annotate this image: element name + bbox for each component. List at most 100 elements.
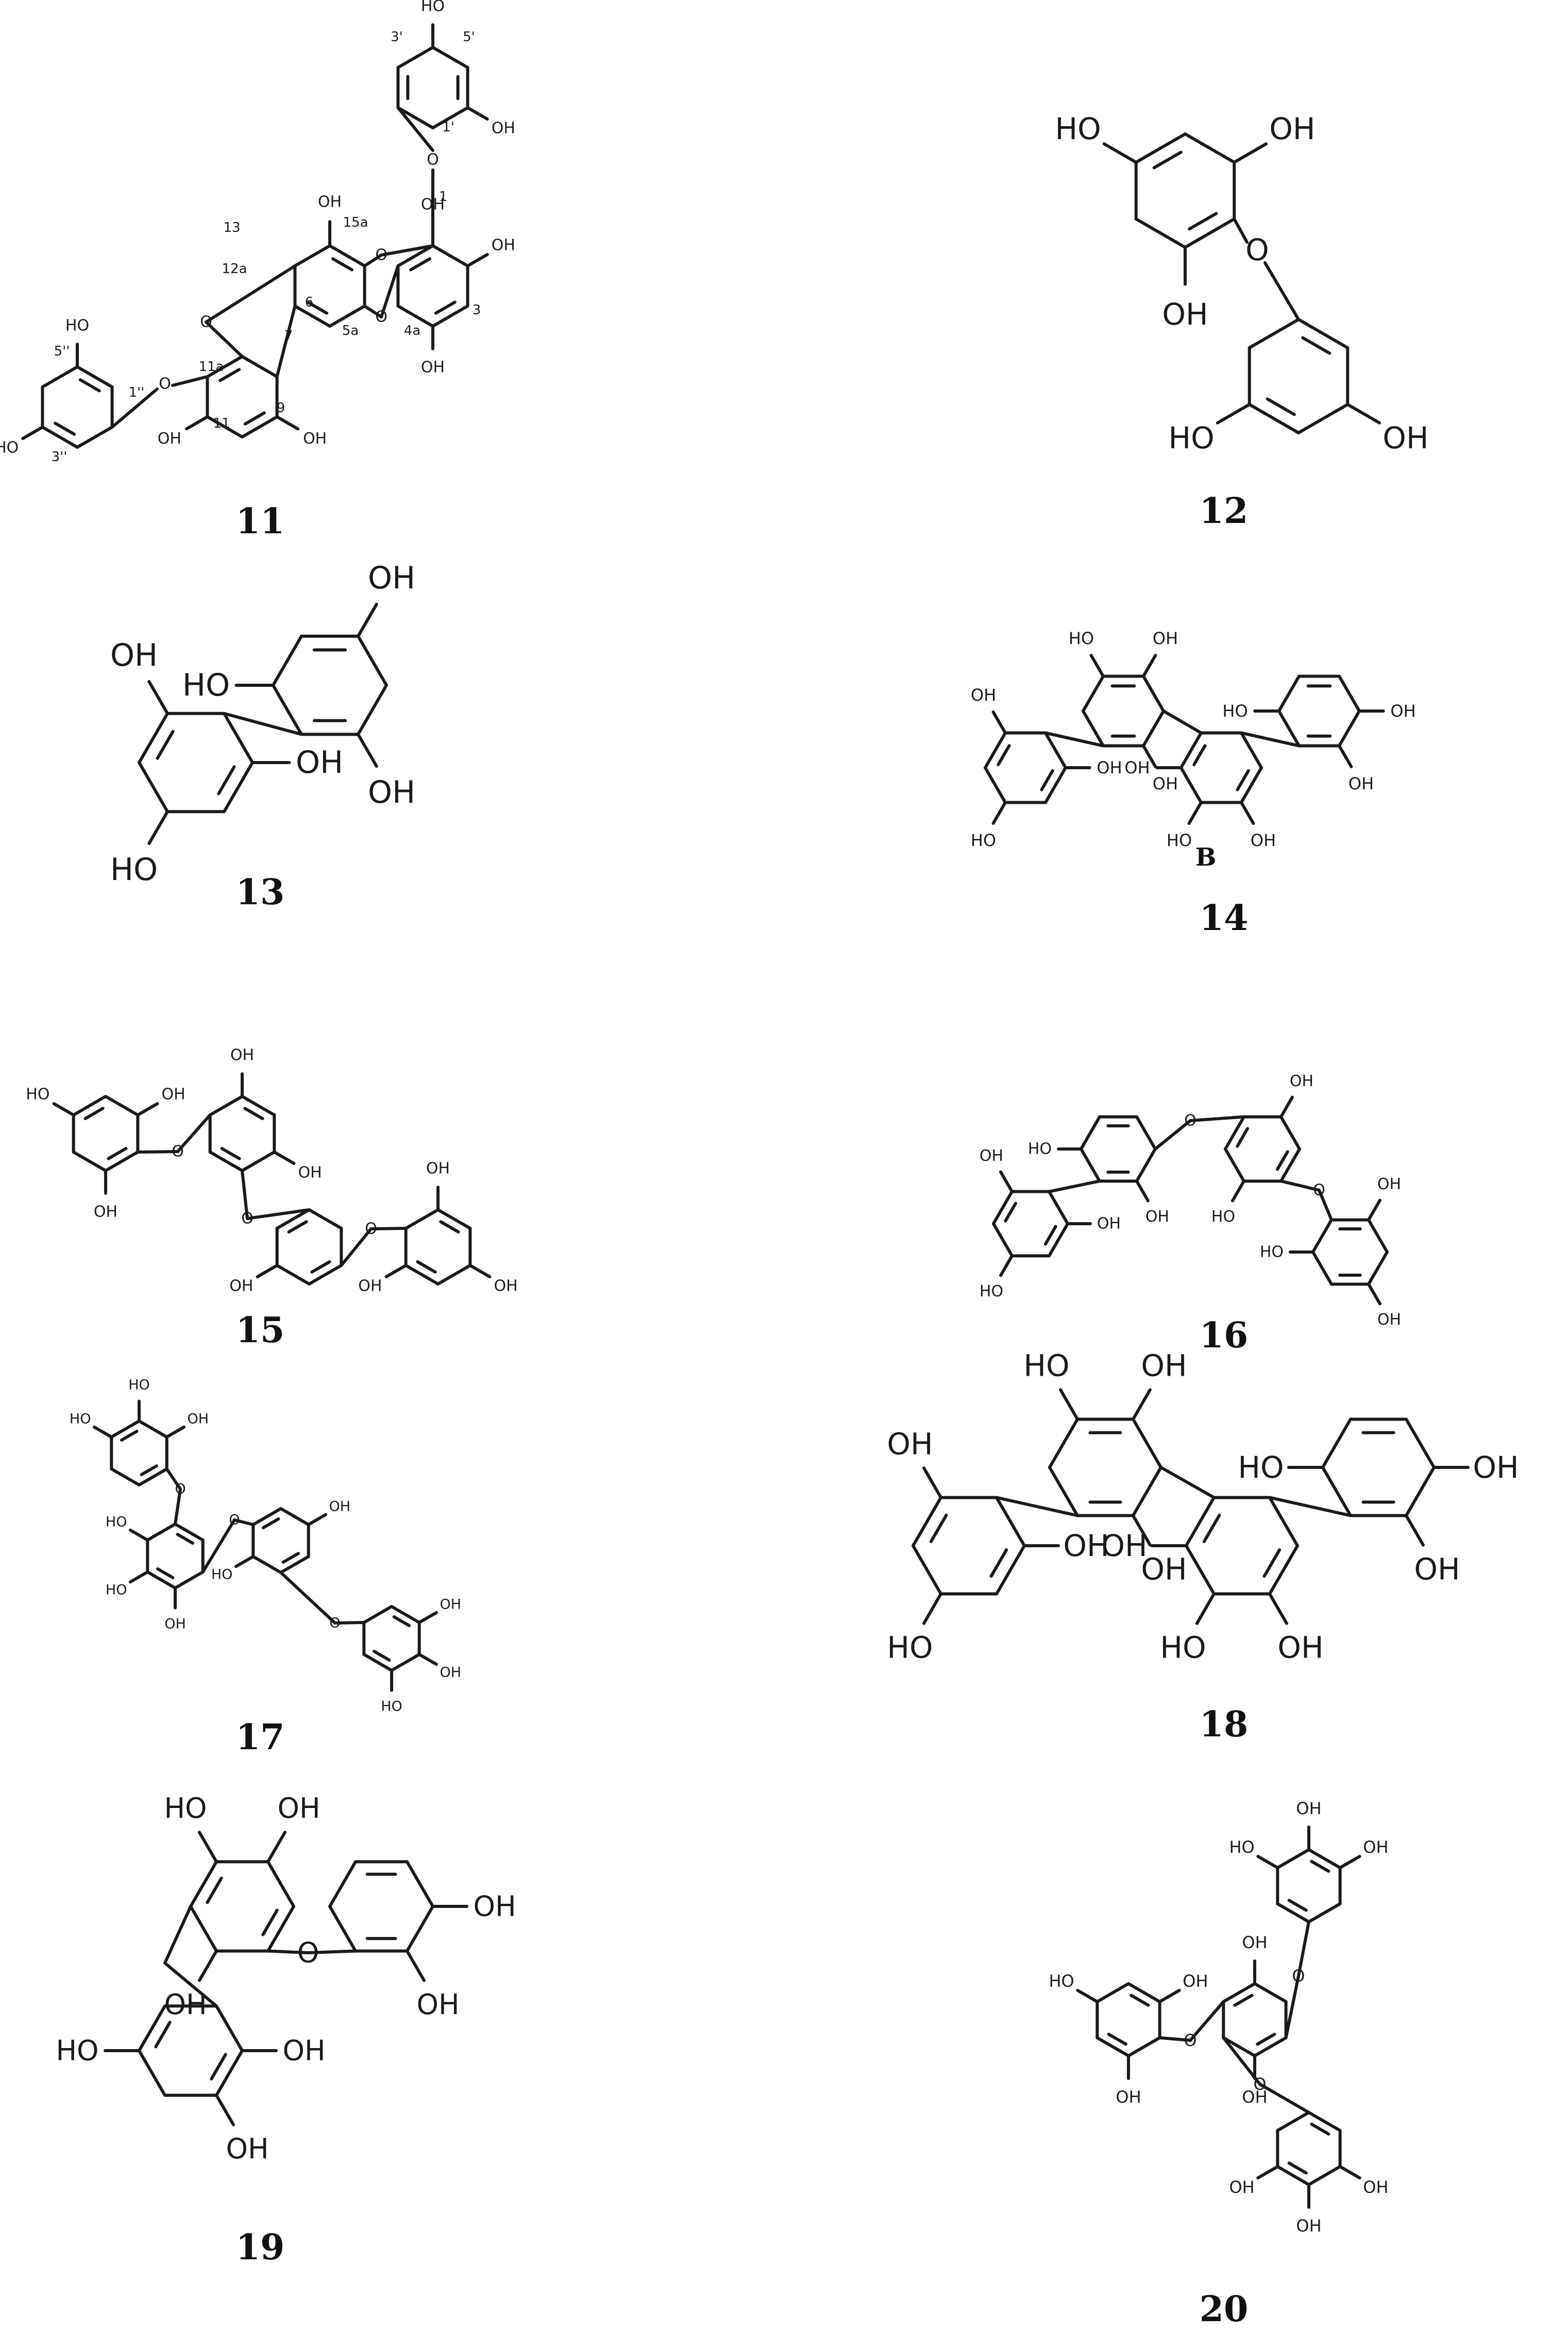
oxygen-label: O (297, 1937, 319, 1969)
bond (215, 2004, 244, 2052)
bond (1321, 1417, 1352, 1469)
hydroxyl-label: OH (1377, 1175, 1401, 1193)
bond (404, 1208, 440, 1230)
bond (466, 253, 489, 267)
bond (208, 1151, 244, 1172)
atom-locant: 4a (404, 323, 420, 339)
bond (174, 1570, 205, 1590)
bond (372, 1649, 391, 1662)
compound-number: 16 (1200, 1315, 1249, 1356)
bond (1048, 1222, 1069, 1258)
bond (1135, 1179, 1150, 1203)
bond (1158, 2036, 1192, 2042)
bond (1184, 217, 1236, 249)
oxygen-label: O (1292, 1966, 1305, 1986)
bond (1338, 674, 1361, 713)
hydroxyl-label: OH (329, 1499, 351, 1515)
bond (198, 1831, 218, 1864)
bond (404, 1264, 440, 1286)
hydroxyl-label: OH (282, 2035, 325, 2067)
bond (1287, 2161, 1308, 2175)
bond (912, 1496, 942, 1547)
bond (246, 1208, 311, 1220)
hydroxyl-label: HO (887, 1630, 933, 1665)
hydroxyl-label: OH (1153, 629, 1178, 648)
bond (308, 1208, 343, 1230)
bond (1310, 1859, 1330, 1873)
bond (307, 1949, 357, 1954)
hydroxyl-label: HO (70, 1411, 91, 1427)
bond (261, 1908, 279, 1936)
bond (1236, 1127, 1249, 1148)
hydroxyl-label: HO (971, 831, 996, 850)
hydroxyl-label: OH (318, 193, 342, 211)
bond (52, 1102, 75, 1117)
oxygen-label: O (200, 313, 212, 331)
hydroxyl-label: OH (494, 1277, 518, 1295)
bond (251, 1555, 282, 1574)
bond (1310, 2122, 1330, 2136)
bond (104, 1095, 140, 1117)
compound-number: 13 (236, 872, 285, 913)
atom-locant: 13 (223, 220, 240, 235)
bond (1307, 1902, 1342, 1923)
bond (234, 1555, 255, 1568)
bond (992, 1190, 1014, 1225)
bond (1268, 1544, 1299, 1596)
bond (138, 2049, 166, 2097)
bond (362, 1605, 393, 1624)
bond (1132, 1417, 1162, 1469)
bond (1284, 1974, 1300, 2039)
bond (1276, 1150, 1289, 1171)
bond (390, 1605, 421, 1624)
bond (163, 1962, 218, 2008)
bond (293, 305, 331, 328)
bond (357, 602, 378, 638)
hydroxyl-label: OH (1390, 701, 1415, 721)
hydroxyl-label: HO (1160, 1630, 1206, 1665)
bond (1279, 1179, 1321, 1192)
bond (281, 1551, 300, 1564)
bond (138, 1419, 168, 1439)
bond (1240, 766, 1263, 804)
hydroxyl-label: HO (1238, 1450, 1284, 1485)
bond (223, 712, 254, 764)
oxygen-label: O (329, 1615, 340, 1631)
bond (1134, 132, 1187, 164)
bond (468, 1264, 492, 1278)
bond (165, 1425, 186, 1439)
bond (206, 1876, 223, 1904)
bond (1279, 1095, 1294, 1119)
hydroxyl-label: OH (158, 430, 181, 448)
bond (1276, 1902, 1310, 1923)
bond (1162, 709, 1203, 735)
bond (1297, 1920, 1310, 1977)
bond (1297, 403, 1350, 434)
bond (266, 1831, 286, 1864)
hydroxyl-label: HO (128, 1377, 150, 1393)
bond (1040, 769, 1054, 791)
bond (83, 1107, 105, 1120)
hydroxyl-label: OH (971, 685, 996, 705)
hydroxyl-label: OH (1162, 297, 1208, 332)
bond (1224, 1115, 1245, 1151)
hydroxyl-label: OH (94, 1203, 117, 1221)
compound-number: 20 (1200, 2289, 1249, 2330)
hydroxyl-label: HO (1049, 1971, 1074, 1991)
bond (1216, 403, 1251, 425)
bond (1367, 1198, 1381, 1222)
bond (369, 1227, 408, 1230)
bond (165, 1467, 182, 1491)
bond (328, 1905, 357, 1953)
bond (922, 1466, 942, 1499)
bond (1082, 674, 1105, 713)
hydroxyl-label: OH (1251, 831, 1276, 850)
bond (279, 1507, 310, 1526)
hydroxyl-label: HO (1023, 1348, 1069, 1383)
oxygen-label: O (1184, 1112, 1196, 1130)
bond (1277, 674, 1301, 713)
bond (1134, 217, 1187, 249)
